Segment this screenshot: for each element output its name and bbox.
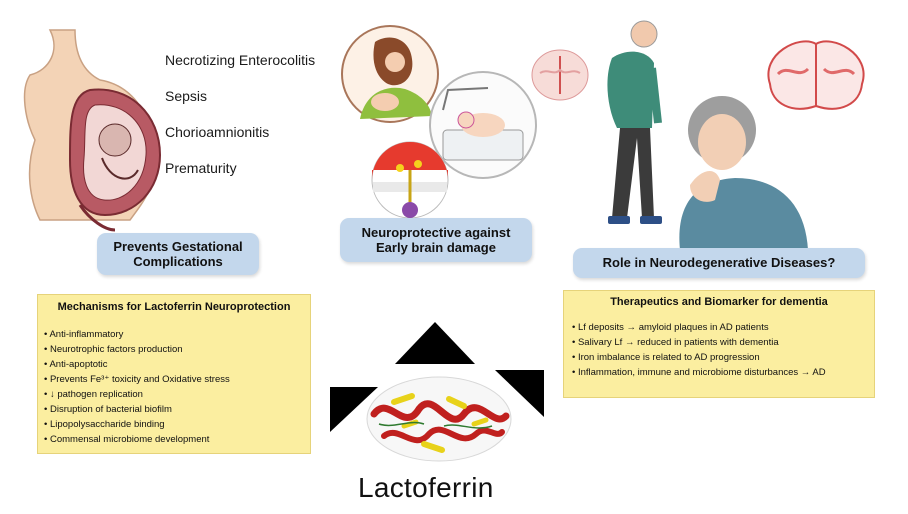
mechanism-item: Disruption of bacterial biofilm [44, 402, 304, 417]
arrow-triangles [330, 322, 544, 432]
left-arrow-triangle [330, 387, 378, 432]
brain-section-large-illustration [767, 40, 865, 110]
mechanism-item: Commensal microbiome development [44, 432, 304, 447]
right-arrow-triangle [495, 370, 544, 417]
gestational-pill: Prevents Gestational Complications [97, 233, 259, 275]
therapeutic-item: Lf deposits → amyloid plaques in AD pati… [572, 320, 866, 335]
mechanism-item: Lipopolysaccharide binding [44, 417, 304, 432]
brain-section-small-illustration [531, 49, 589, 101]
therapeutics-list: Lf deposits → amyloid plaques in AD pati… [572, 320, 866, 380]
top-arrow-triangle [395, 322, 475, 364]
condition-item: Necrotizing Enterocolitis [165, 52, 316, 68]
mechanism-item: Neurotrophic factors production [44, 342, 304, 357]
neurodegenerative-label: Role in Neurodegenerative Diseases? [602, 255, 836, 270]
neuroprotective-label: Neuroprotective against Early brain dama… [361, 225, 511, 255]
mechanism-item: ↓ pathogen replication [44, 387, 304, 402]
therapeutics-title: Therapeutics and Biomarker for dementia [610, 296, 828, 308]
condition-item: Chorioamnionitis [165, 124, 270, 140]
mechanism-item: Anti-inflammatory [44, 327, 304, 342]
breastfeeding-illustration [341, 25, 439, 123]
neuroprotective-pill: Neuroprotective against Early brain dama… [340, 218, 532, 262]
mechanism-item: Prevents Fe³⁺ toxicity and Oxidative str… [44, 372, 304, 387]
mechanism-item: Anti-apoptotic [44, 357, 304, 372]
condition-list: Necrotizing Enterocolitis Sepsis Chorioa… [165, 42, 315, 186]
therapeutic-item: Salivary Lf → reduced in patients with d… [572, 335, 866, 350]
therapeutic-item: Iron imbalance is related to AD progress… [572, 350, 866, 365]
condition-item: Prematurity [165, 160, 237, 176]
condition-item: Sepsis [165, 88, 208, 104]
neurodegenerative-pill: Role in Neurodegenerative Diseases? [573, 248, 865, 278]
gestational-label: Prevents Gestational Complications [113, 239, 243, 269]
lactoferrin-title: Lactoferrin [358, 472, 494, 503]
therapeutics-box: Therapeutics and Biomarker for dementia … [563, 290, 875, 398]
therapeutic-item: Inflammation, immune and microbiome dist… [572, 365, 866, 380]
mechanisms-title: Mechanisms for Lactoferrin Neuroprotecti… [57, 301, 291, 313]
pregnant-woman-illustration [23, 29, 162, 232]
cell-membrane-illustration [371, 141, 449, 219]
elderly-man-illustration [607, 20, 662, 224]
mechanisms-list: Anti-inflammatory Neurotrophic factors p… [44, 327, 304, 447]
incubator-illustration [429, 71, 537, 179]
protein-structure-illustration [366, 376, 512, 462]
elderly-woman-illustration [679, 96, 808, 250]
mechanisms-box: Mechanisms for Lactoferrin Neuroprotecti… [37, 294, 311, 454]
